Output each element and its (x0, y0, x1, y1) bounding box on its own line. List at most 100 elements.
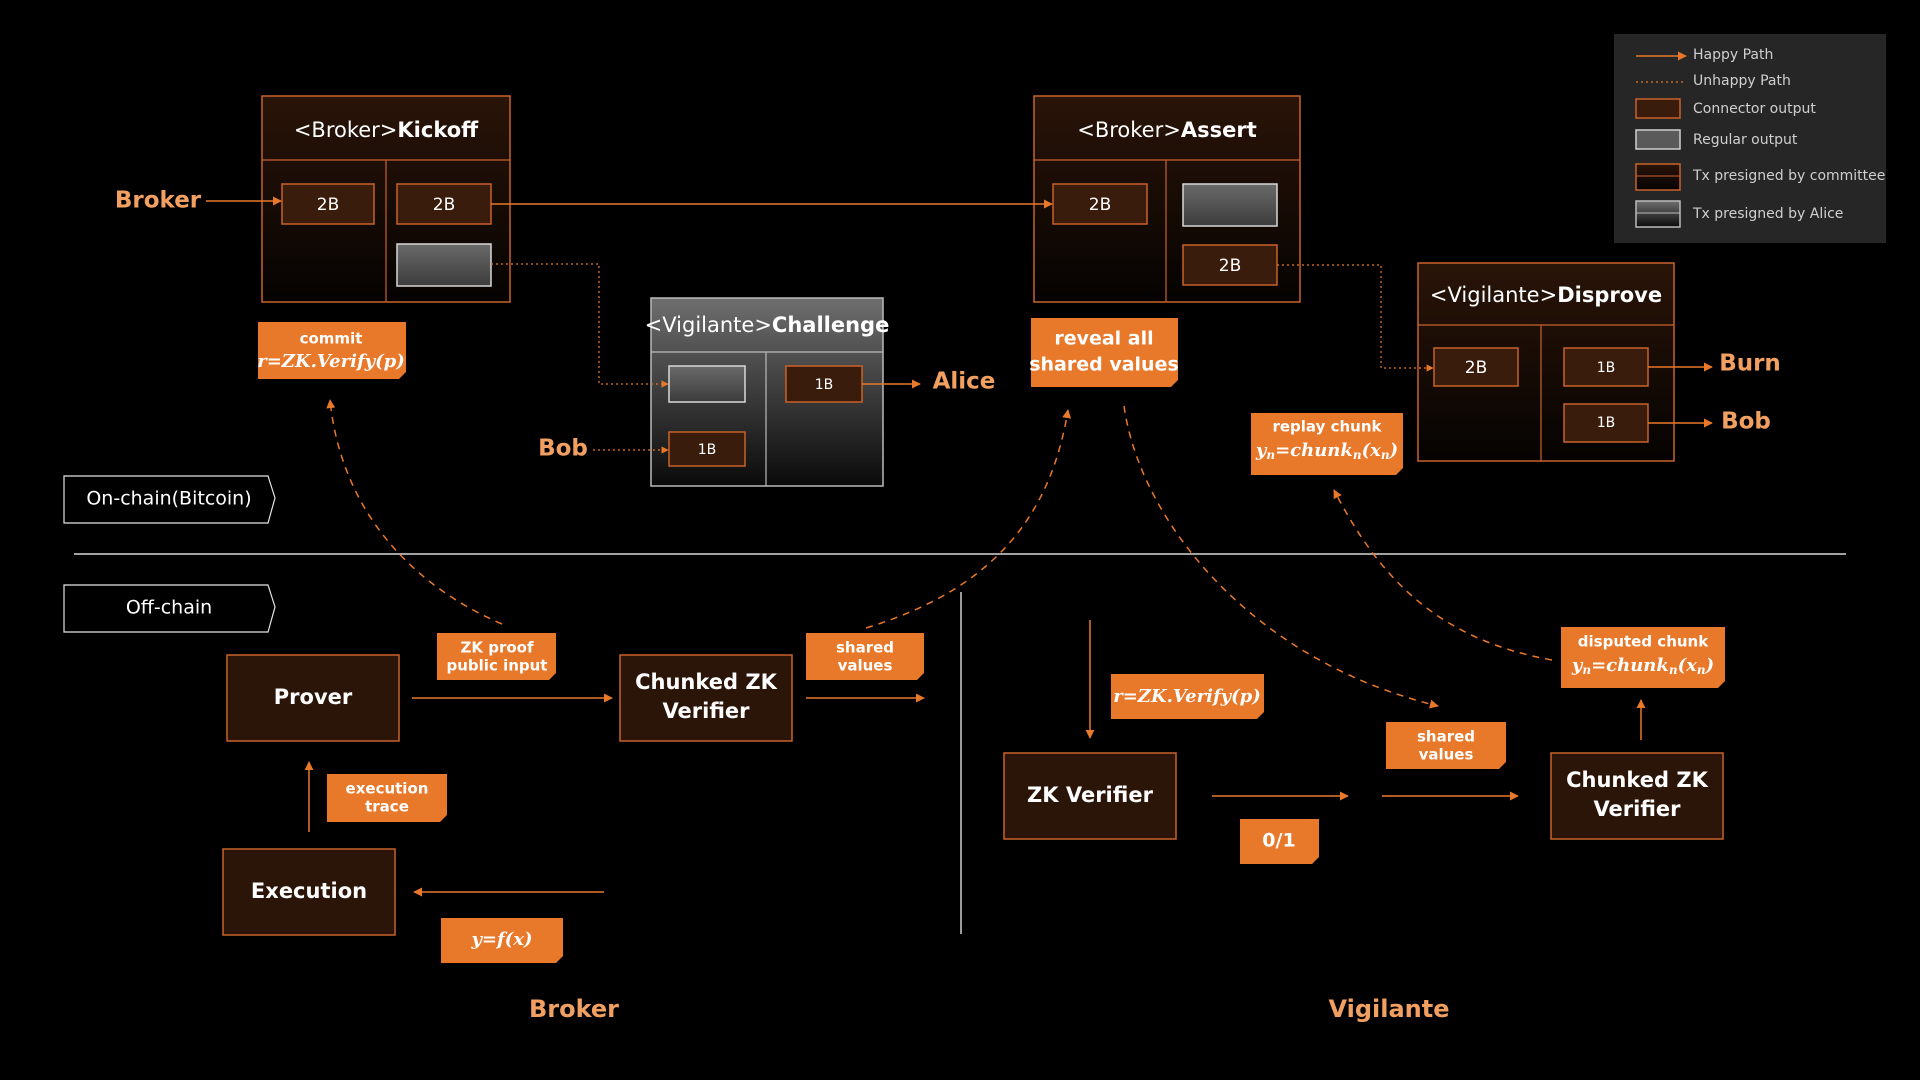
node-execution-box (222, 848, 396, 936)
disprove-output-bob-label: 1B (1597, 415, 1616, 431)
legend-happy-path: Happy Path (1693, 47, 1773, 63)
challenge-title: <Vigilante>Challenge (645, 313, 890, 337)
tag-exec-trace-shape (327, 774, 447, 822)
challenge-output-label: 1B (815, 377, 834, 393)
tag-commit-shape (258, 322, 406, 379)
tag-commit: commit r=ZK.Verify(p) (257, 322, 406, 379)
challenge-regular-input (668, 365, 746, 403)
tag-verify-math: r=ZK.Verify(p) (1113, 686, 1261, 707)
actor-alice: Alice (933, 369, 996, 395)
reveal-to-shared-curve (1123, 405, 1439, 709)
tag-exec-trace-l2: trace (365, 798, 409, 816)
tag-reveal-l1: reveal all (1054, 328, 1153, 350)
assert-regular-output (1182, 183, 1278, 227)
node-execution-label: Execution (251, 879, 367, 903)
tag-yfx-math: y=f(x) (470, 929, 532, 950)
section-broker: Broker (529, 995, 619, 1023)
onchain-badge (63, 475, 276, 524)
disprove-input-label: 2B (1465, 358, 1487, 378)
tag-yfx-shape (441, 918, 563, 963)
actor-bob-input: Bob (538, 436, 588, 462)
tx-committee-swatch (1635, 163, 1681, 191)
tx-assert: <Broker>Assert 2B 2B (1033, 95, 1301, 303)
legend-connector-output: Connector output (1693, 101, 1816, 117)
node-prover-box (226, 654, 400, 742)
kickoff-input-label: 2B (317, 195, 339, 215)
tag-disputed-math: yn=chunkn(xn) (1571, 655, 1714, 677)
tag-replay-math: yn=chunkn(xn) (1255, 440, 1398, 462)
disprove-output-burn-label: 1B (1597, 360, 1616, 376)
tag-shared2-shape (1386, 722, 1506, 769)
node-chunked-verifier-broker-box (619, 654, 793, 742)
tag-zero-one-shape (1240, 819, 1319, 864)
tag-zero-one-label: 0/1 (1262, 830, 1295, 852)
disputed-to-replay-curve (1333, 489, 1553, 661)
tag-disputed-title: disputed chunk (1578, 633, 1709, 651)
assert-output-label: 2B (1219, 256, 1241, 276)
connector-output-swatch (1635, 98, 1681, 119)
kickoff-output-label: 2B (433, 195, 455, 215)
offchain-badge (63, 584, 276, 633)
tag-zkproof-l1: ZK proof (461, 639, 534, 657)
tag-reveal-shape (1031, 318, 1178, 387)
legend-unhappy-path: Unhappy Path (1693, 73, 1791, 89)
tag-yfx: y=f(x) (441, 918, 563, 963)
challenge-bob-input-label: 1B (698, 442, 717, 458)
node-chunked-verifier-broker: Chunked ZK Verifier (619, 654, 793, 742)
tag-shared1-l2: values (838, 657, 893, 675)
legend-regular-output: Regular output (1693, 132, 1798, 148)
tag-reveal: reveal all shared values (1029, 318, 1179, 387)
tag-execution-trace: execution trace (327, 774, 447, 822)
tag-exec-trace-l1: execution (346, 780, 429, 798)
challenge-output-1b (785, 365, 863, 403)
tag-commit-title: commit (300, 330, 363, 348)
node-zk-verifier-box (1003, 752, 1177, 840)
legend: Happy Path Unhappy Path Connector output… (1614, 34, 1886, 243)
legend-tx-committee: Tx presigned by committee (1692, 168, 1885, 184)
node-prover-label: Prover (274, 685, 353, 709)
tag-zkproof-shape (437, 633, 556, 680)
tag-reveal-l2: shared values (1029, 354, 1179, 376)
tag-shared-values-vigilante: shared values (1386, 722, 1506, 769)
zkproof-to-commit-curve (326, 399, 503, 625)
onchain-label: On-chain(Bitcoin) (86, 488, 251, 510)
node-zk-verifier: ZK Verifier (1003, 752, 1177, 840)
actor-broker: Broker (115, 188, 202, 214)
onchain-flows (206, 196, 1713, 454)
assert-input-2b (1052, 183, 1148, 225)
assert-to-disprove-path (1277, 264, 1434, 372)
node-zkverifier-label: ZK Verifier (1027, 783, 1154, 807)
tag-zkproof-l2: public input (447, 657, 548, 675)
node-execution: Execution (222, 848, 396, 936)
node-prover: Prover (226, 654, 400, 742)
node-chunked1-l1: Chunked ZK (635, 670, 777, 694)
tag-replay-shape (1251, 413, 1403, 475)
tag-commit-math: r=ZK.Verify(p) (257, 351, 405, 372)
tag-zero-one: 0/1 (1240, 819, 1319, 864)
tag-disputed-shape (1561, 627, 1725, 688)
section-vigilante: Vigilante (1328, 995, 1449, 1023)
regular-output-swatch (1635, 129, 1681, 150)
kickoff-output-2b (396, 183, 492, 225)
tx-kickoff: <Broker>Kickoff 2B 2B (261, 95, 511, 303)
disprove-output-burn (1563, 347, 1649, 387)
node-chunked1-l2: Verifier (662, 699, 750, 723)
tag-verify-shape (1111, 674, 1264, 719)
disprove-title: <Vigilante>Disprove (1430, 283, 1662, 307)
actor-burn: Burn (1719, 351, 1781, 377)
disprove-input-2b (1433, 347, 1519, 387)
assert-input-label: 2B (1089, 195, 1111, 215)
tx-challenge: <Vigilante>Challenge 1B 1B (645, 297, 890, 487)
legend-tx-alice: Tx presigned by Alice (1692, 206, 1843, 222)
tx-disprove: <Vigilante>Disprove 2B 1B 1B (1417, 262, 1675, 462)
kickoff-to-challenge-path (491, 263, 669, 388)
kickoff-regular-output (396, 243, 492, 287)
tag-shared1-shape (806, 633, 924, 680)
tag-shared2-l2: values (1419, 746, 1474, 764)
tag-replay: replay chunk yn=chunkn(xn) (1251, 413, 1403, 475)
tag-disputed: disputed chunk yn=chunkn(xn) (1561, 627, 1725, 688)
kickoff-title: <Broker>Kickoff (294, 118, 479, 142)
tag-shared1-l1: shared (836, 639, 894, 657)
node-chunked-verifier-vigilante-box (1550, 752, 1724, 840)
kickoff-input-2b (281, 183, 375, 225)
